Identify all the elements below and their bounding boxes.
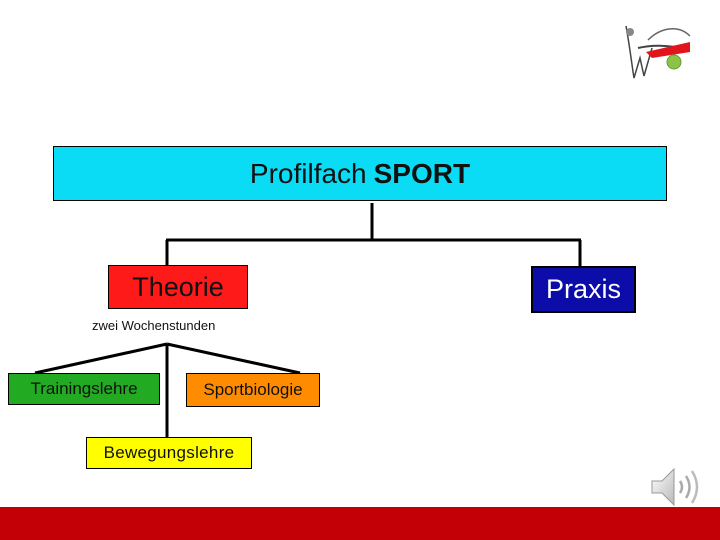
title-prefix: Profilfach [249,157,367,189]
speaker-icon[interactable] [648,465,704,509]
connector-theorie-left [34,342,168,375]
school-logo-icon [625,25,691,79]
connector-theorie-right [166,342,301,375]
theorie-label: Theorie [132,271,224,302]
trainingslehre-box: Trainingslehre [8,373,160,405]
trainingslehre-label: Trainingslehre [30,379,138,398]
footer-bar [0,507,720,540]
title-box: Profilfach SPORT [53,146,667,201]
title-bold: SPORT [373,157,471,189]
praxis-box: Praxis [531,266,636,313]
theorie-subtitle: zwei Wochenstunden [92,318,216,333]
theorie-box: Theorie [108,265,248,309]
bewegungslehre-box: Bewegungslehre [86,437,252,469]
sportbiologie-label: Sportbiologie [203,380,303,399]
bewegungslehre-label: Bewegungslehre [103,443,235,462]
sportbiologie-box: Sportbiologie [186,373,320,407]
praxis-label: Praxis [545,274,621,304]
